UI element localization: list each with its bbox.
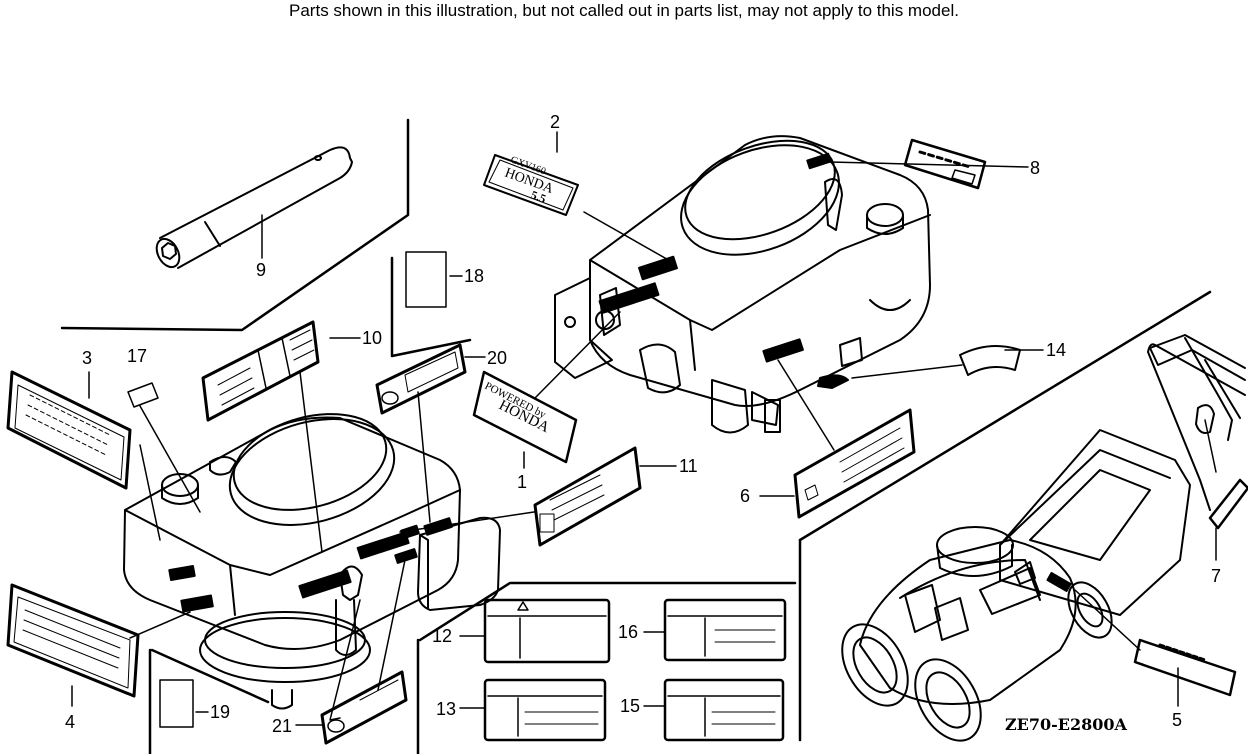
decal-1-powered-by: POWERED by HONDA (472, 370, 578, 464)
decal-5 (1133, 638, 1237, 697)
callout-16: 16 (618, 622, 638, 642)
callout-6: 6 (740, 486, 750, 506)
decal-3 (6, 370, 132, 490)
callout-7: 7 (1211, 566, 1221, 586)
decal-16-warning (663, 598, 787, 662)
engine-upper-right (554, 135, 931, 434)
callout-19: 19 (210, 702, 230, 722)
lawn-mower (841, 334, 1246, 742)
decal-7 (1208, 478, 1248, 530)
callout-15: 15 (620, 696, 640, 716)
decal-2-model-emblem: GXV160 HONDA 5.5 (483, 154, 579, 216)
callout-5: 5 (1172, 710, 1182, 730)
callout-17: 17 (127, 346, 147, 366)
decal-21 (320, 670, 408, 745)
callout-11: 11 (679, 456, 698, 476)
section-dividers (60, 118, 1212, 754)
callout-13: 13 (436, 699, 456, 719)
emblem-model-bottom: 5.5 (529, 188, 548, 206)
decal-18 (405, 251, 447, 308)
callout-14: 14 (1046, 340, 1066, 360)
callout-10: 10 (362, 328, 382, 348)
decal-11 (533, 446, 642, 547)
callout-21: 21 (272, 716, 292, 736)
tube-tool (155, 146, 353, 269)
decal-12-warning (483, 598, 611, 664)
decal-6 (793, 408, 916, 519)
callout-18: 18 (464, 266, 484, 286)
callout-9: 9 (256, 260, 266, 280)
decal-8 (903, 138, 987, 190)
callout-4: 4 (65, 712, 75, 732)
decal-14 (959, 345, 1021, 376)
callout-3: 3 (82, 348, 92, 368)
callout-2: 2 (550, 112, 560, 132)
callout-numbers: 1 2 3 4 5 6 7 8 9 10 11 12 13 14 15 16 1… (65, 112, 1221, 736)
callout-12: 12 (432, 626, 452, 646)
callout-8: 8 (1030, 158, 1040, 178)
callout-20: 20 (487, 348, 507, 368)
leader-lines (71, 131, 1217, 726)
decal-10 (201, 320, 320, 422)
decal-17 (127, 382, 159, 408)
callout-1: 1 (517, 472, 527, 492)
decal-15-warning (663, 678, 785, 742)
disclaimer-caption: Parts shown in this illustration, but no… (289, 1, 959, 20)
decal-20 (375, 343, 467, 415)
decal-13-warning (483, 678, 607, 742)
diagram-code: ZE70-E2800A (1005, 715, 1128, 734)
decal-4 (6, 583, 140, 698)
decal-19 (159, 679, 194, 728)
